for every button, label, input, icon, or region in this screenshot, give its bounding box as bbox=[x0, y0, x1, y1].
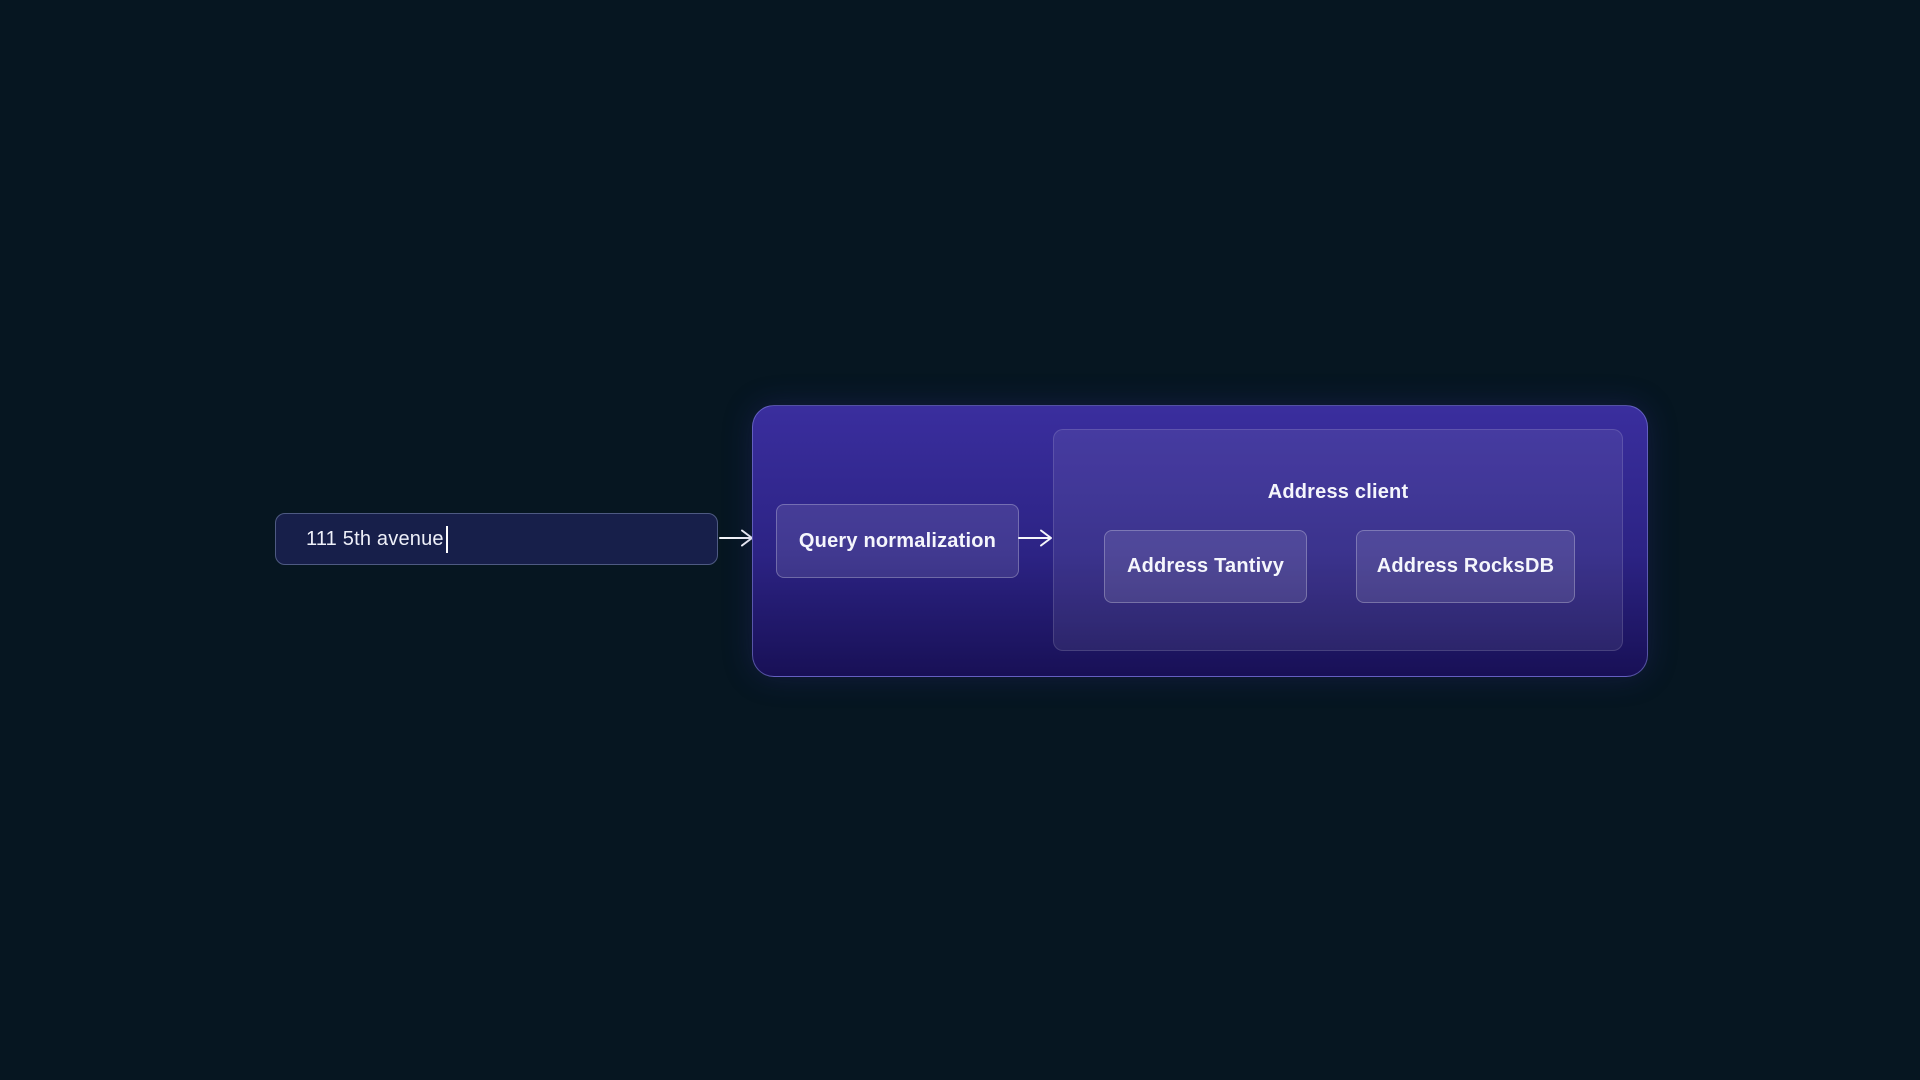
search-input-value: 111 5th avenue bbox=[306, 527, 444, 550]
text-caret bbox=[445, 525, 448, 553]
node-address-tantivy-label: Address Tantivy bbox=[1126, 555, 1285, 577]
arrow-right-icon bbox=[718, 526, 756, 550]
node-query-normalization-label: Query normalization bbox=[798, 529, 997, 552]
node-address-rocksdb: Address RocksDB bbox=[1356, 530, 1575, 603]
arrow-right-icon bbox=[1017, 526, 1055, 550]
node-address-tantivy: Address Tantivy bbox=[1104, 530, 1307, 603]
address-client-title: Address client bbox=[1267, 481, 1409, 503]
search-input[interactable]: 111 5th avenue bbox=[275, 513, 718, 565]
pipeline-container: Query normalization Address client Addre… bbox=[752, 405, 1648, 677]
address-client-panel: Address client Address Tantivy Address R… bbox=[1053, 429, 1623, 651]
node-query-normalization: Query normalization bbox=[776, 504, 1019, 578]
node-address-rocksdb-label: Address RocksDB bbox=[1376, 555, 1555, 577]
